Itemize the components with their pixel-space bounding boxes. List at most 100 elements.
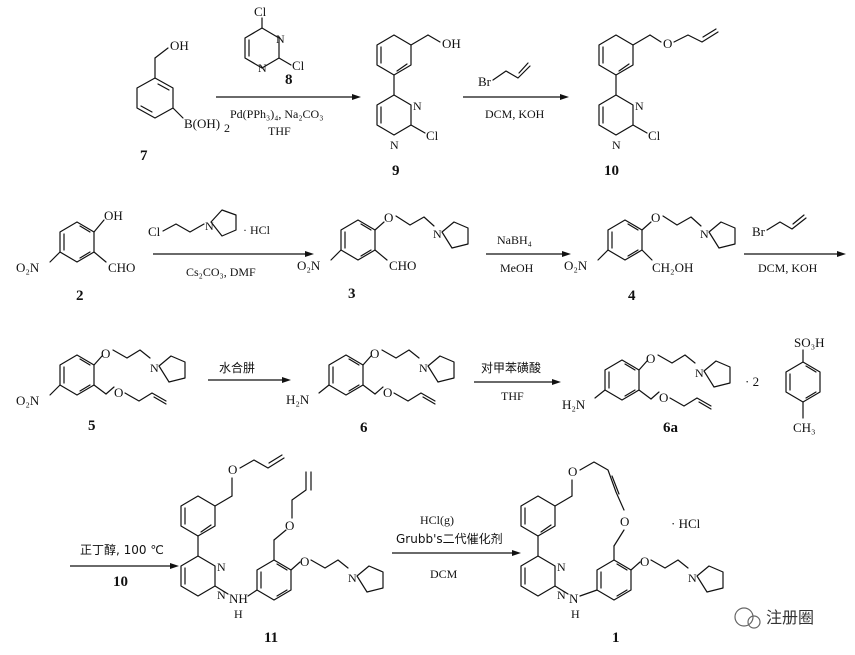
c10-n1: N <box>635 99 644 113</box>
c6-label: 6 <box>360 420 368 436</box>
step9-line1: HCl(g) <box>420 513 454 527</box>
c8-cl-side: Cl <box>292 58 305 73</box>
c6a-o2: O <box>659 390 668 405</box>
c8-cl-top: Cl <box>254 4 267 19</box>
c6-n: N <box>419 361 428 375</box>
arrow-step-4: NaBH₄ MeOH <box>486 233 571 275</box>
compound-11: O N N NH H O O N 11 <box>180 454 384 646</box>
c7-label: 7 <box>140 148 148 164</box>
compound-3: O N O₂N CHO 3 <box>297 210 469 302</box>
c5-n: N <box>150 361 159 375</box>
c3-no2: O₂N <box>297 258 321 273</box>
c11-n2: N <box>217 588 226 602</box>
c2-cho: CHO <box>108 260 135 275</box>
compound-8: Cl Cl N N <box>244 4 305 75</box>
c3-o: O <box>384 210 393 225</box>
arrow-step-5: Br DCM, KOH <box>744 214 846 275</box>
c5-label: 5 <box>88 418 96 434</box>
c8-n1: N <box>276 32 285 46</box>
step1-reagent-num: 8 <box>285 72 293 88</box>
c11-h: H <box>234 607 243 621</box>
arrow-step-8: 正丁醇, 100 ℃ 10 <box>70 542 179 590</box>
step5-line1: DCM, KOH <box>758 261 818 275</box>
step5-br: Br <box>752 224 766 239</box>
c9-oh: OH <box>442 36 461 51</box>
c4-o: O <box>651 210 660 225</box>
step1-line1: Pd(PPh₃)₄, Na₂CO₃ <box>230 107 323 121</box>
c4-no2: O₂N <box>564 258 588 273</box>
c5-o1: O <box>101 346 110 361</box>
arrow-step-7: 对甲苯磺酸 THF <box>474 360 561 403</box>
c6a-dot2: · 2 <box>745 374 759 389</box>
c1-n1: N <box>557 560 566 574</box>
c9-cl: Cl <box>426 128 439 143</box>
c6a-so3h: SO₃H <box>794 335 825 350</box>
compound-6a: O N O H₂N 6a · 2 SO₃H CH₃ <box>562 335 825 436</box>
c4-ch2oh: CH₂OH <box>652 260 693 275</box>
c11-n3: N <box>348 571 357 585</box>
c8-n2: N <box>258 61 267 75</box>
c3-label: 3 <box>348 286 356 302</box>
step9-line3: DCM <box>430 567 458 581</box>
c1-label: 1 <box>612 630 620 646</box>
c9-n1: N <box>413 99 422 113</box>
step7-line1: 对甲苯磺酸 <box>481 360 541 375</box>
c6a-n: N <box>695 366 704 380</box>
c11-n1: N <box>217 560 226 574</box>
c3-cho: CHO <box>389 258 416 273</box>
c6a-nh2: H₂N <box>562 397 586 412</box>
c9-label: 9 <box>392 163 400 179</box>
step3-hcl: · HCl <box>243 223 271 237</box>
step4-line2: MeOH <box>500 261 534 275</box>
chat-bubble-icon <box>734 607 754 627</box>
c6a-ch3: CH₃ <box>793 420 816 435</box>
c1-n2: N <box>557 588 566 602</box>
c7-boron: B(OH) <box>184 116 220 131</box>
compound-5: O N O O₂N 5 <box>16 346 186 434</box>
compound-4: O N O₂N CH₂OH 4 <box>564 210 736 304</box>
c10-n2: N <box>612 138 621 152</box>
compound-6: O N O H₂N 6 <box>286 346 455 436</box>
arrow-step-6: 水合肼 <box>208 360 291 383</box>
c4-n: N <box>700 227 709 241</box>
c6a-o1: O <box>646 351 655 366</box>
c11-nh: NH <box>229 591 248 606</box>
c1-o2: O <box>620 514 629 529</box>
c9-n2: N <box>390 138 399 152</box>
watermark-text: 注册圈 <box>766 608 814 627</box>
c3-n: N <box>433 227 442 241</box>
arrow-step-9: HCl(g) Grubb's二代催化剂 DCM <box>392 513 521 581</box>
step3-n: N <box>205 219 214 233</box>
compound-9: OH N N Cl 9 <box>376 34 461 179</box>
step7-line2: THF <box>501 389 524 403</box>
step1-line2: THF <box>268 124 291 138</box>
c11-o1: O <box>228 462 237 477</box>
c11-label: 11 <box>264 630 278 646</box>
arrow-step-3: Cl N · HCl Cs₂CO₃, DMF <box>148 209 314 279</box>
arrow-step-2: Br DCM, KOH <box>463 62 569 121</box>
arrow-step-1: 8 Pd(PPh₃)₄, Na₂CO₃ THF <box>216 72 361 138</box>
c7-oh: OH <box>170 38 189 53</box>
step3-line1: Cs₂CO₃, DMF <box>186 265 256 279</box>
c1-n3: N <box>688 571 697 585</box>
compound-2: OH O₂N CHO 2 <box>16 208 135 304</box>
c2-oh: OH <box>104 208 123 223</box>
c7-boron-sub: 2 <box>224 121 230 135</box>
c10-cl: Cl <box>648 128 661 143</box>
c6-o2: O <box>383 385 392 400</box>
c2-no2: O₂N <box>16 260 40 275</box>
watermark: 注册圈 <box>734 607 814 629</box>
c1-h: H <box>571 607 580 621</box>
step2-br: Br <box>478 74 492 89</box>
c11-o3: O <box>300 554 309 569</box>
c6a-label: 6a <box>663 420 679 436</box>
c2-label: 2 <box>76 288 84 304</box>
step3-cl: Cl <box>148 224 161 239</box>
c1-hcl: · HCl <box>671 516 701 531</box>
step2-line1: DCM, KOH <box>485 107 545 121</box>
step4-line1: NaBH₄ <box>497 233 532 247</box>
c5-no2: O₂N <box>16 393 40 408</box>
c1-o3: O <box>640 554 649 569</box>
step8-line1: 正丁醇, 100 ℃ <box>80 542 164 557</box>
